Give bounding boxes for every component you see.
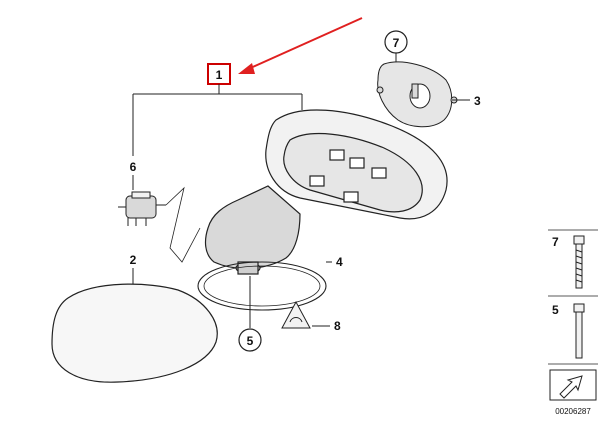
arrow-badge-icon [549,369,597,401]
mirror-cap-part [51,283,218,383]
assembly-bracket [132,84,303,190]
side-item-7-label: 7 [552,235,559,249]
side-item-5-label: 5 [552,303,559,317]
mirror-housing-part [265,109,448,220]
connector-part [118,191,166,226]
motor-drive-part [376,61,458,128]
callout-1-label: 1 [216,68,223,82]
seal-part [197,261,327,311]
mirror-arm-part [204,185,301,275]
side-parts-panel: 7 5 00206287 [548,229,598,416]
pointer-arrow [238,17,363,74]
callout-4-label: 4 [336,255,343,269]
side-screw-5 [573,303,585,359]
callout-3-label: 3 [474,94,481,108]
callout-8-label: 8 [334,319,341,333]
callout-6-label: 6 [130,160,137,174]
callout-2-label: 2 [130,253,137,267]
callout-5-label: 5 [247,334,254,348]
warning-label-part: 8 [281,300,341,333]
side-screw-7 [573,235,585,289]
callout-7-label: 7 [393,36,400,50]
callout-7[interactable]: 7 [384,30,408,54]
callout-5[interactable]: 5 [238,328,262,352]
callout-1[interactable]: 1 [207,63,231,85]
image-code: 00206287 [555,407,591,416]
cable-outline [165,186,201,263]
seal-inner-edge [203,265,321,307]
